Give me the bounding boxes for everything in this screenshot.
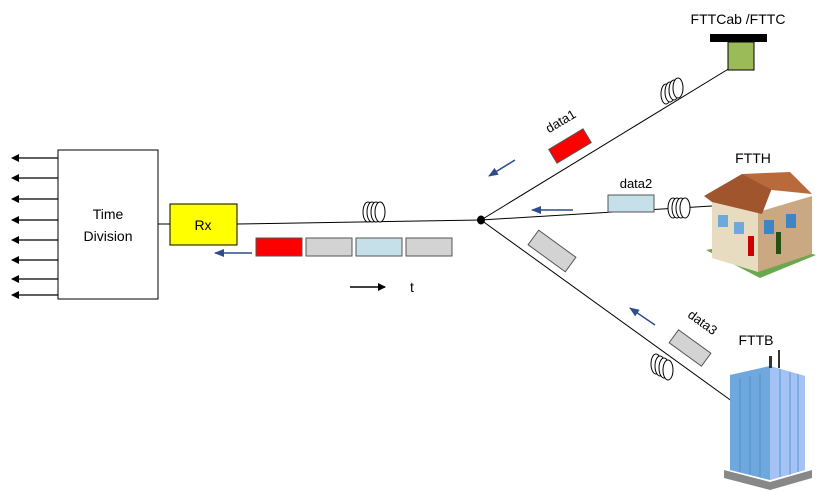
street-cabinet-icon [710,34,767,71]
burst-packet-data2 [355,237,403,257]
branch-fiber-fttc [480,67,731,221]
time-axis-label: t [410,279,414,295]
data2-packet [607,194,655,213]
office-building-icon [724,350,812,490]
house-icon [704,172,816,278]
rx-label: Rx [194,217,211,233]
fttc-label: FTTCab /FTTC [691,11,786,27]
fiber-coil-icon [660,77,684,105]
data3-label: data3 [685,307,720,338]
time-division-label-line2: Division [83,228,132,244]
burst-packet-data1 [255,237,303,257]
rx-box [169,203,238,246]
idle-packet [527,229,577,273]
fiber-coil-icon [667,197,691,219]
fiber-coil-icon [362,201,386,223]
data1-direction-arrow [488,159,516,177]
burst-packet-gray [305,237,353,257]
fiber-coil-icon [650,353,674,381]
data3-packet [668,329,712,367]
time-division-box [57,149,159,300]
burst-packet-gray [405,237,453,257]
data1-packet [548,128,592,164]
data1-label: data1 [543,106,579,136]
trunk-fiber [236,219,482,225]
output-arrows [11,154,58,299]
splitter-node-icon [477,215,485,225]
upstream-burst-train [255,237,453,257]
data2-label: data2 [620,176,653,191]
branch-fiber-fttb [480,219,766,426]
data3-direction-arrow [629,307,656,326]
time-division-label-line1: Time [93,206,124,222]
ftth-label: FTTH [735,150,771,166]
fttb-label: FTTB [739,332,774,348]
